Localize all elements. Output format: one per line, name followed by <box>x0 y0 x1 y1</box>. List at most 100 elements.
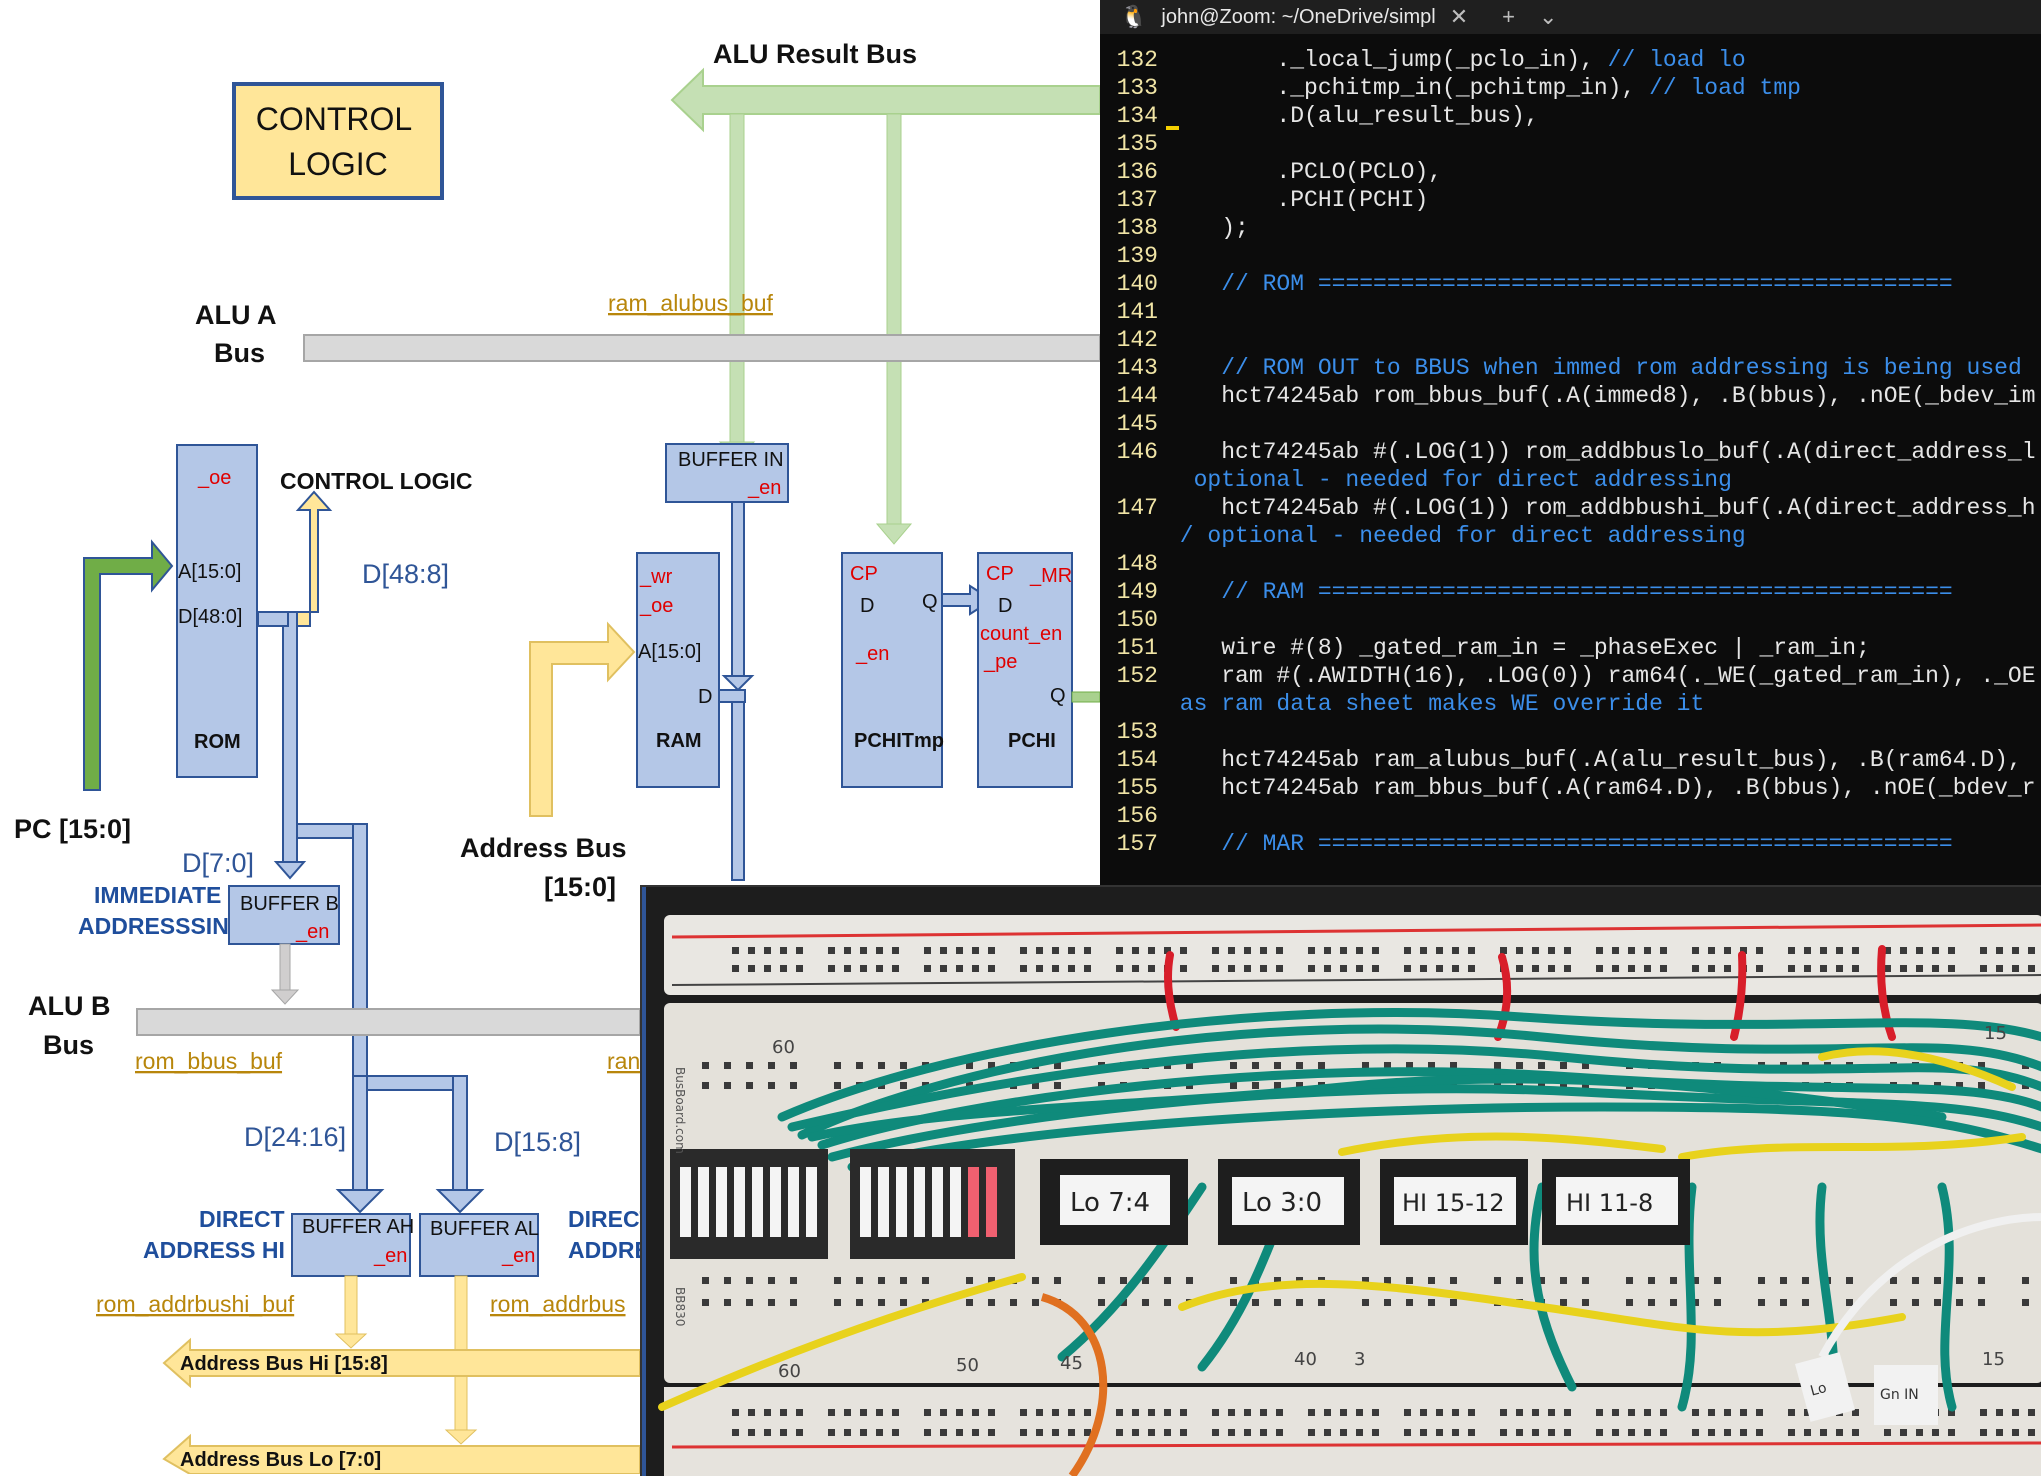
breadboard-hole <box>1404 1429 1411 1436</box>
breadboard-hole <box>1538 1277 1545 1284</box>
line-number: 150 <box>1116 607 1158 633</box>
breadboard-hole <box>1084 965 1091 972</box>
breadboard-hole <box>1532 947 1539 954</box>
immediate-addressing-1: IMMEDIATE <box>94 882 221 908</box>
breadboard-hole <box>1644 1409 1651 1416</box>
code-line: 146 hct74245ab #(.LOG(1)) rom_addbbuslo_… <box>1100 438 2041 466</box>
breadboard-hole <box>860 965 867 972</box>
breadboard-hole <box>892 965 899 972</box>
dropdown-icon[interactable]: ⌄ <box>1539 4 1558 29</box>
new-tab-icon[interactable]: + <box>1502 4 1515 29</box>
chip-hi-11-8: HI 11-8 <box>1542 1159 1690 1245</box>
breadboard-hole <box>972 1429 979 1436</box>
breadboard-hole <box>1260 1429 1267 1436</box>
breadboard-hole <box>1802 1299 1809 1306</box>
d15-8-arrow <box>435 1189 485 1214</box>
breadboard-hole <box>1274 1299 1281 1306</box>
breadboard-hole <box>1500 947 1507 954</box>
breadboard-hole <box>1116 1429 1123 1436</box>
breadboard-hole <box>1740 1429 1747 1436</box>
breadboard-hole <box>1956 1277 1963 1284</box>
breadboard-hole <box>790 1277 797 1284</box>
breadboard-hole <box>1230 1299 1237 1306</box>
breadboard-hole <box>1648 1277 1655 1284</box>
breadboard-hole <box>1836 965 1843 972</box>
line-number: 156 <box>1116 803 1158 829</box>
breadboard-hole <box>1468 947 1475 954</box>
buffer-in-name: BUFFER IN <box>678 449 784 471</box>
buffer-in-en: _en <box>747 477 781 499</box>
direct-address-hi-1: DIRECT <box>199 1206 285 1232</box>
led-segment <box>770 1167 781 1237</box>
control-logic-arrow <box>257 490 333 627</box>
breadboard-hole <box>1516 947 1523 954</box>
line-number: 144 <box>1116 383 1158 409</box>
breadboard-hole <box>1132 1429 1139 1436</box>
terminal-tab[interactable]: 🐧 john@Zoom: ~/OneDrive/simpl ✕ + ⌄ <box>1120 0 1557 34</box>
al-drop-head <box>444 1429 478 1445</box>
breadboard-hole <box>1948 1409 1955 1416</box>
code-comment: // ROM =================================… <box>1221 271 1953 297</box>
small-tag-gn-in: Gn IN <box>1874 1365 1938 1425</box>
breadboard-hole <box>1164 947 1171 954</box>
chip-lo-7-4: Lo 7:4 <box>1040 1159 1188 1245</box>
code-line: 155 hct74245ab ram_bbus_buf(.A(ram64.D),… <box>1100 774 2041 802</box>
breadboard-hole <box>844 965 851 972</box>
breadboard-hole <box>1404 947 1411 954</box>
close-icon[interactable]: ✕ <box>1449 4 1469 29</box>
breadboard-hole <box>856 1277 863 1284</box>
breadboard-hole <box>1212 1409 1219 1416</box>
breadboard-hole <box>1180 1409 1187 1416</box>
code-text: ._local_jump(_pclo_in), <box>1166 47 1608 73</box>
breadboard-hole <box>966 1062 973 1069</box>
breadboard-hole <box>790 1062 797 1069</box>
row-num-bot-3: 3 <box>1354 1349 1365 1370</box>
breadboard-hole <box>724 1062 731 1069</box>
breadboard-hole <box>1996 947 2003 954</box>
code-line: 148 <box>1100 550 2041 578</box>
breadboard-hole <box>724 1082 731 1089</box>
buffer-b <box>228 885 340 945</box>
led-segment <box>734 1167 745 1237</box>
breadboard-hole <box>1538 1082 1545 1089</box>
breadboard-hole <box>828 1409 835 1416</box>
breadboard-hole <box>1406 1299 1413 1306</box>
line-number: 154 <box>1116 747 1158 773</box>
breadboard-hole <box>748 965 755 972</box>
breadboard-hole <box>1084 947 1091 954</box>
breadboard-hole <box>988 1299 995 1306</box>
breadboard-hole <box>1252 1299 1259 1306</box>
breadboard-hole <box>892 947 899 954</box>
breadboard-hole <box>1532 1409 1539 1416</box>
breadboard-hole <box>1978 1062 1985 1069</box>
breadboard-hole <box>1230 1062 1237 1069</box>
breadboard-hole <box>1804 947 1811 954</box>
text-cursor <box>1166 126 1179 130</box>
breadboard-hole <box>1296 1082 1303 1089</box>
code-line: 145 <box>1100 410 2041 438</box>
breadboard-hole <box>1932 947 1939 954</box>
breadboard-hole <box>1900 947 1907 954</box>
breadboard-hole <box>1404 965 1411 972</box>
code-line: 151 wire #(8) _gated_ram_in = _phaseExec… <box>1100 634 2041 662</box>
breadboard-hole <box>1068 1429 1075 1436</box>
breadboard-hole <box>1692 947 1699 954</box>
breadboard-hole <box>1516 1277 1523 1284</box>
row-num-top-15: 15 <box>1984 1023 2007 1044</box>
breadboard-hole <box>1660 965 1667 972</box>
breadboard-hole <box>1356 1429 1363 1436</box>
line-number: 139 <box>1116 243 1158 269</box>
breadboard-hole <box>1626 1277 1633 1284</box>
pchitmp-en: _en <box>855 643 889 665</box>
breadboard-hole <box>1560 1299 1567 1306</box>
breadboard-hole <box>844 1429 851 1436</box>
led-bar-left <box>670 1149 828 1259</box>
breadboard-hole <box>1516 1409 1523 1416</box>
code-line: 133 ._pchitmp_in(_pchitmp_in), // load t… <box>1100 74 2041 102</box>
breadboard-hole <box>1324 947 1331 954</box>
breadboard-hole <box>1900 1429 1907 1436</box>
breadboard-hole <box>1276 947 1283 954</box>
breadboard-hole <box>1384 1299 1391 1306</box>
rom-data: D[48:0] <box>178 606 242 628</box>
